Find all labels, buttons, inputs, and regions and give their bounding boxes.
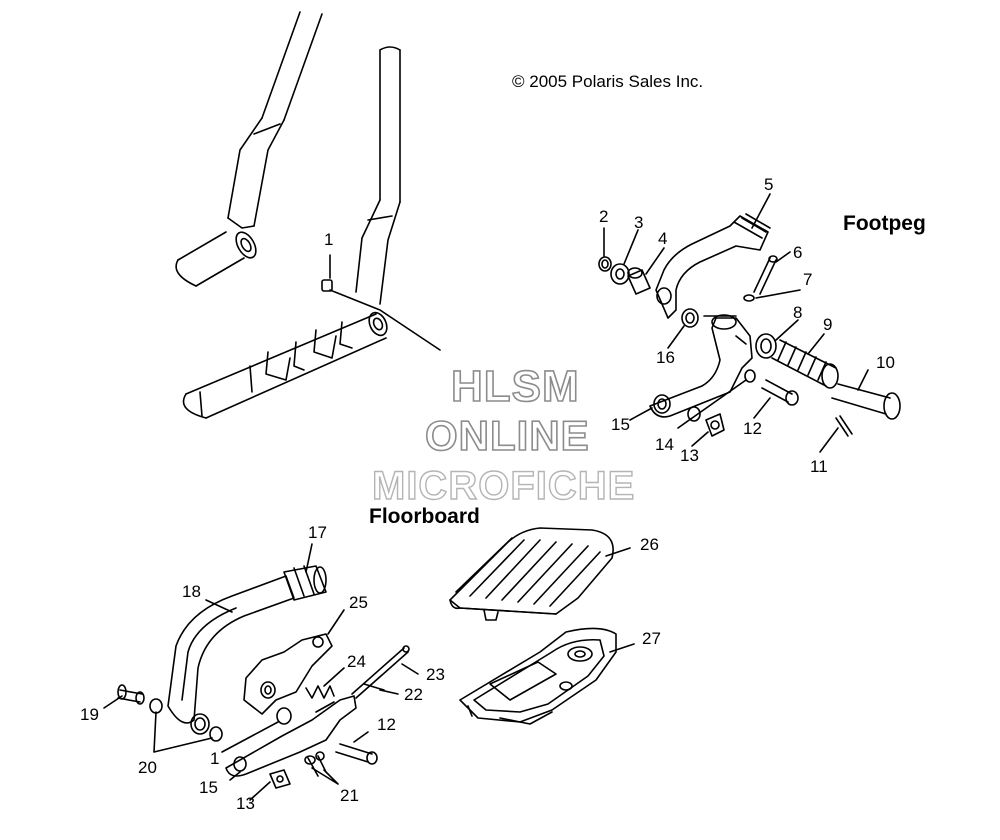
watermark-line-3: MICROFICHE bbox=[371, 463, 636, 508]
callout-floorboard-27: 27 bbox=[642, 629, 661, 648]
callout-footpeg-14: 14 bbox=[655, 435, 674, 454]
callout-footpeg-10: 10 bbox=[876, 353, 895, 372]
callout-footpeg-6: 6 bbox=[793, 243, 803, 262]
callout-floorboard-24: 24 bbox=[347, 652, 366, 671]
callout-floorboard-15: 15 bbox=[199, 778, 218, 797]
frame-assembly bbox=[176, 12, 440, 418]
callout-floorboard-18: 18 bbox=[182, 582, 201, 601]
section-title-footpeg: Footpeg bbox=[843, 212, 926, 235]
callout-footpeg-16: 16 bbox=[656, 348, 675, 367]
callout-floorboard-19: 19 bbox=[80, 705, 99, 724]
callout-footpeg-2: 2 bbox=[599, 207, 609, 226]
callout-footpeg-8: 8 bbox=[793, 303, 803, 322]
callout-floorboard-13: 13 bbox=[236, 794, 255, 813]
callout-floorboard-12: 12 bbox=[377, 715, 396, 734]
callout-footpeg-5: 5 bbox=[764, 175, 774, 194]
callout-footpeg-9: 9 bbox=[823, 315, 833, 334]
callout-floorboard-23: 23 bbox=[426, 665, 445, 684]
callout-floorboard-26: 26 bbox=[640, 535, 659, 554]
watermark-line-2: ONLINE bbox=[424, 411, 590, 460]
callout-floorboard-1: 1 bbox=[210, 749, 220, 768]
callout-footpeg-12: 12 bbox=[743, 419, 762, 438]
callout-footpeg-11: 11 bbox=[810, 457, 828, 476]
callout-floorboard-20: 20 bbox=[138, 758, 157, 777]
callout-footpeg-4: 4 bbox=[658, 229, 668, 248]
leader-lines bbox=[104, 194, 868, 800]
callout-footpeg-13: 13 bbox=[680, 446, 699, 465]
callout-floorboard-25: 25 bbox=[349, 593, 368, 612]
callout-frame-1: 1 bbox=[324, 230, 334, 249]
section-title-floorboard: Floorboard bbox=[369, 505, 480, 528]
callout-footpeg-15: 15 bbox=[611, 415, 630, 434]
callout-floorboard-17: 17 bbox=[308, 523, 327, 542]
callout-floorboard-21: 21 bbox=[340, 786, 359, 805]
callout-footpeg-3: 3 bbox=[634, 213, 644, 232]
callout-floorboard-22: 22 bbox=[404, 685, 423, 704]
footpeg-assembly bbox=[599, 214, 900, 436]
copyright-text: © 2005 Polaris Sales Inc. bbox=[512, 72, 704, 91]
callout-footpeg-7: 7 bbox=[803, 270, 813, 289]
watermark-line-1: HLSM bbox=[450, 361, 580, 412]
floorboard-assembly bbox=[118, 528, 616, 788]
